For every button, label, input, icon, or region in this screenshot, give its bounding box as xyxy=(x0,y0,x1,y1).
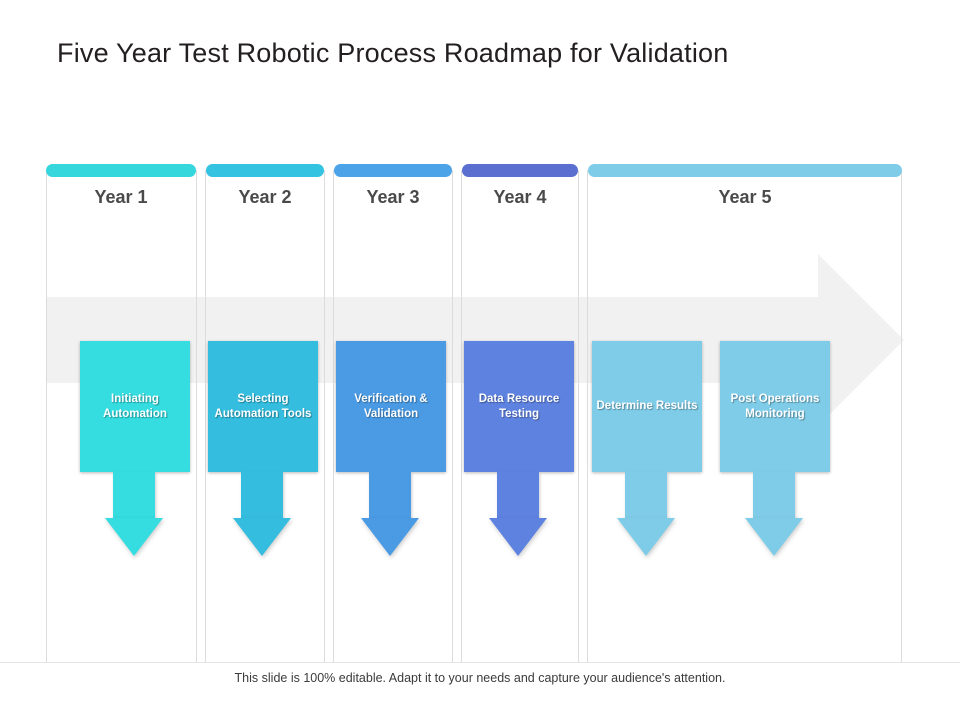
year-label-2: Year 2 xyxy=(238,187,292,207)
footer-note: This slide is 100% editable. Adapt it to… xyxy=(234,671,726,685)
stage-arrow-stem-1 xyxy=(113,472,155,518)
stage-arrow-stem-5 xyxy=(625,472,667,518)
stage-box-5[interactable]: Determine Results xyxy=(592,341,702,472)
column-divider xyxy=(461,170,462,662)
stage-arrow-head-icon-2 xyxy=(233,518,291,556)
column-divider xyxy=(324,170,325,662)
year-label-1: Year 1 xyxy=(94,187,148,207)
column-header-pill-year-3[interactable] xyxy=(334,164,452,177)
column-header-pill-year-4[interactable] xyxy=(462,164,578,177)
column-divider xyxy=(901,170,902,662)
stage-label-6: Post Operations Monitoring xyxy=(730,393,820,420)
column-header-pill-year-1[interactable] xyxy=(46,164,196,177)
stage-box-4[interactable]: Data Resource Testing xyxy=(464,341,574,472)
column-divider xyxy=(578,170,579,662)
footer-divider xyxy=(0,662,960,663)
page-title: Five Year Test Robotic Process Roadmap f… xyxy=(57,38,729,68)
column-divider xyxy=(196,170,197,662)
stage-arrow-head-icon-3 xyxy=(361,518,419,556)
column-divider xyxy=(205,170,206,662)
column-divider xyxy=(333,170,334,662)
stage-arrow-head-icon-4 xyxy=(489,518,547,556)
column-divider xyxy=(46,170,47,662)
year-label-3: Year 3 xyxy=(366,187,420,207)
column-divider xyxy=(452,170,453,662)
stage-box-1[interactable]: Initiating Automation xyxy=(80,341,190,472)
stage-label-3: Verification & Validation xyxy=(354,393,428,420)
year-label-5: Year 5 xyxy=(718,187,772,207)
stage-box-6[interactable]: Post Operations Monitoring xyxy=(720,341,830,472)
stage-arrow-stem-2 xyxy=(241,472,283,518)
stage-arrow-head-icon-6 xyxy=(745,518,803,556)
stage-box-2[interactable]: Selecting Automation Tools xyxy=(208,341,318,472)
stage-arrow-stem-6 xyxy=(753,472,795,518)
year-label-4: Year 4 xyxy=(493,187,547,207)
column-divider xyxy=(587,170,588,662)
stage-arrow-head-icon-5 xyxy=(617,518,675,556)
process-band-arrowhead-icon xyxy=(818,254,904,426)
column-header-pill-year-2[interactable] xyxy=(206,164,324,177)
stage-arrow-head-icon-1 xyxy=(105,518,163,556)
stage-box-3[interactable]: Verification & Validation xyxy=(336,341,446,472)
stage-label-5: Determine Results xyxy=(596,400,698,413)
stage-label-2: Selecting Automation Tools xyxy=(214,393,312,420)
stage-label-1: Initiating Automation xyxy=(103,393,167,420)
stage-arrow-stem-3 xyxy=(369,472,411,518)
stage-arrow-stem-4 xyxy=(497,472,539,518)
column-header-pill-year-5[interactable] xyxy=(588,164,902,177)
stage-label-4: Data Resource Testing xyxy=(478,393,560,420)
